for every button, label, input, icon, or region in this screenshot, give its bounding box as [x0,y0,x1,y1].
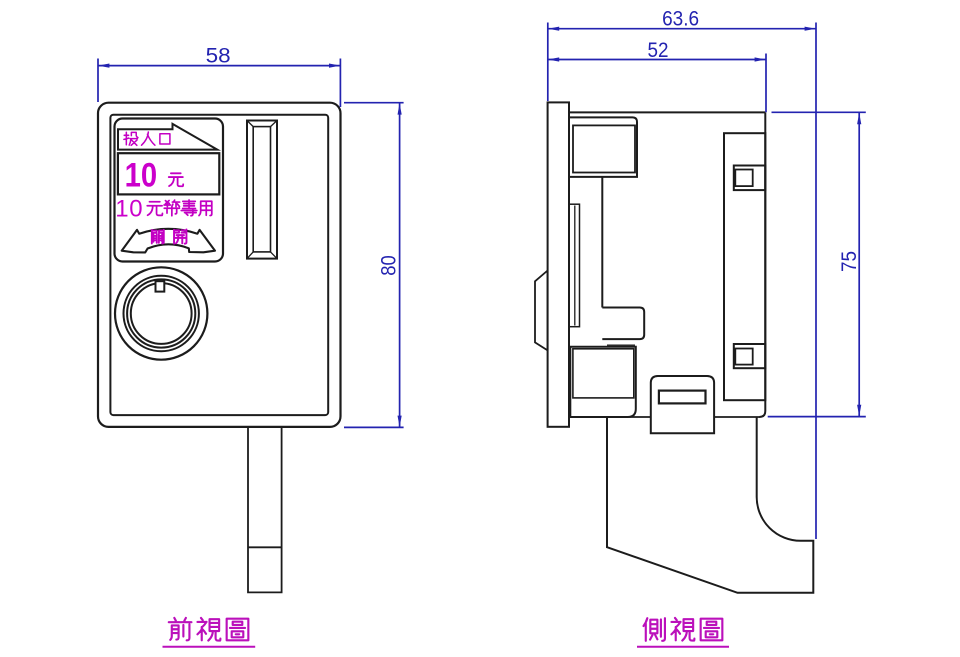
svg-text:58: 58 [206,43,231,67]
svg-text:75: 75 [837,251,861,272]
svg-text:10: 10 [125,157,158,195]
svg-text:1: 1 [115,195,128,222]
svg-text:63.6: 63.6 [662,7,699,31]
svg-text:0: 0 [129,195,142,222]
svg-text:52: 52 [648,38,669,62]
svg-text:80: 80 [376,255,400,276]
